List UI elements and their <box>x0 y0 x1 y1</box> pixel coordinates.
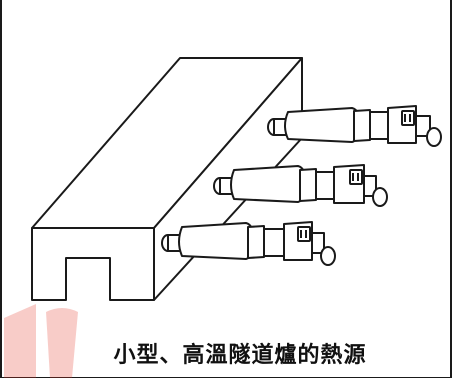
cartridge-heater-1 <box>267 105 442 147</box>
watermark-mark <box>4 304 78 378</box>
cartridge-heater-2 <box>213 164 388 207</box>
furnace-front-face <box>31 227 155 301</box>
cartridge-heater-3 <box>161 221 336 266</box>
figure-caption: 小型、高溫隧道爐的熱源 <box>113 343 367 368</box>
